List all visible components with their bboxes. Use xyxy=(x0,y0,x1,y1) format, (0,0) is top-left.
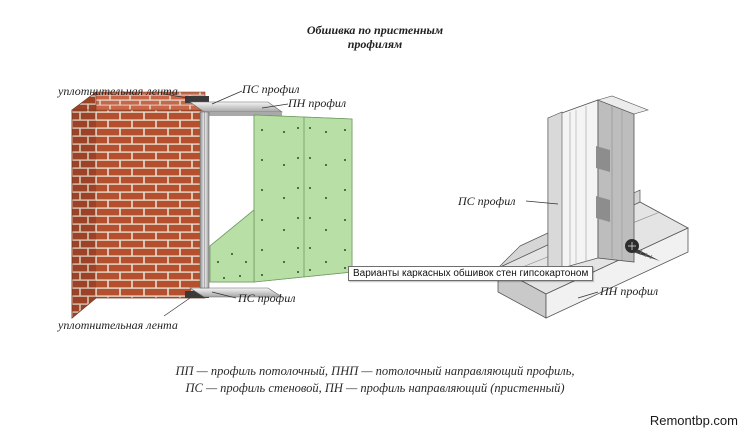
legend-line2: ПС — профиль стеновой, ПН — профиль напр… xyxy=(185,381,565,395)
diagram-title-line2: профилям xyxy=(347,37,403,51)
pn-profile-bottom xyxy=(188,287,284,298)
site-watermark: Remontbp.com xyxy=(649,413,738,428)
right-leader-lines xyxy=(525,200,599,299)
label-ps-profile-top: ПС профил xyxy=(242,82,300,96)
ps-profile-vertical xyxy=(199,111,210,289)
pn-profile-top xyxy=(189,101,283,116)
sealing-tape-top xyxy=(185,96,209,103)
sealing-tape-bottom xyxy=(185,291,209,298)
legend-line1: ПП — профиль потолочный, ПНП — потолочны… xyxy=(175,364,575,378)
label-pn-profile-detail: ПН профил xyxy=(600,284,659,298)
brick-wall xyxy=(71,91,206,319)
left-leader-lines xyxy=(163,90,289,317)
image-tooltip: Варианты каркасных обшивок стен гипсокар… xyxy=(348,266,594,281)
diagram-title-line1: Обшивка по пристенным xyxy=(306,23,444,37)
label-pn-profile-top: ПН профил xyxy=(288,96,347,110)
label-ps-profile-bottom: ПС профил xyxy=(238,291,296,305)
profile-detail xyxy=(497,95,689,319)
drywall-sheet xyxy=(209,114,353,283)
label-ps-profile-detail: ПС профил xyxy=(458,194,516,208)
label-sealing-tape-bottom: уплотнительная лента xyxy=(58,318,178,332)
label-sealing-tape-top: уплотнительная лента xyxy=(58,84,178,98)
screw-icon xyxy=(625,239,660,261)
